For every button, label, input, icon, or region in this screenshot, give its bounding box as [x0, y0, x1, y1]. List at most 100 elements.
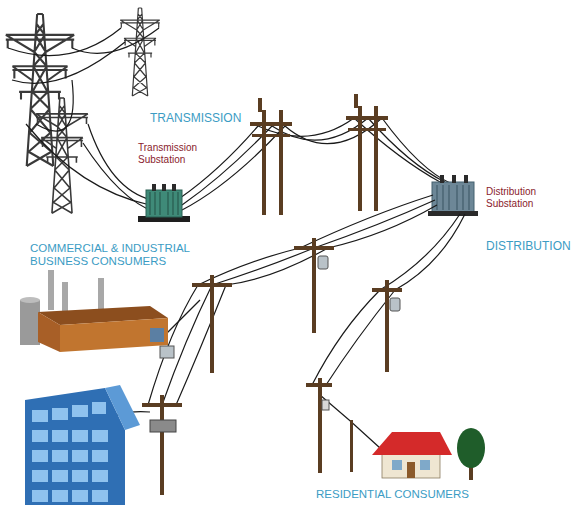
silo-top — [20, 297, 40, 303]
service-wire — [165, 300, 200, 335]
wire — [83, 143, 155, 212]
window — [72, 450, 88, 462]
factory — [20, 270, 168, 352]
chimney — [98, 278, 104, 312]
building-side — [105, 385, 140, 430]
window — [92, 402, 106, 414]
window — [32, 430, 48, 442]
wire — [326, 290, 395, 385]
wire — [36, 80, 73, 131]
wire — [382, 118, 452, 184]
pad-transformer — [160, 346, 174, 358]
pole — [358, 106, 362, 211]
chimney — [62, 282, 68, 312]
pole — [258, 98, 262, 112]
cooling-fins — [437, 185, 469, 210]
crossarm — [142, 403, 182, 407]
wire — [328, 205, 437, 248]
window — [32, 410, 48, 422]
window — [52, 408, 68, 420]
window — [92, 450, 108, 462]
window — [392, 460, 402, 470]
component-label: Distribution Substation — [486, 186, 566, 209]
wire — [395, 214, 465, 290]
consumer-label: RESIDENTIAL CONSUMERS — [316, 488, 536, 501]
wire — [162, 285, 212, 405]
office-building — [25, 385, 140, 505]
pole-transformer — [150, 420, 176, 432]
factory-side — [38, 312, 60, 352]
distribution-substation — [428, 175, 478, 216]
window — [92, 430, 108, 442]
window — [32, 470, 48, 482]
transmission-towers — [6, 8, 160, 213]
consumer-label: COMMERCIAL & INDUSTRIAL BUSINESS CONSUME… — [30, 242, 220, 268]
window — [52, 470, 68, 482]
pole — [385, 280, 389, 372]
base-plate — [428, 211, 478, 216]
crossarm — [348, 128, 386, 131]
tower — [36, 98, 88, 213]
wire — [258, 118, 354, 136]
window — [72, 490, 88, 502]
pole-transformer — [318, 256, 328, 269]
pole-transformers — [150, 256, 400, 432]
section-label: TRANSMISSION — [150, 112, 290, 126]
window — [32, 490, 48, 502]
window — [32, 450, 48, 462]
tree — [457, 428, 485, 480]
bushing — [440, 175, 444, 183]
bushing — [464, 175, 468, 183]
transmission-substation — [138, 184, 190, 222]
tree-crown — [457, 428, 485, 468]
wire — [182, 126, 272, 205]
wire — [12, 42, 125, 83]
wire — [212, 248, 314, 285]
chimney — [48, 270, 54, 310]
silo — [20, 300, 40, 345]
pole — [210, 275, 214, 373]
house-wall — [382, 452, 440, 478]
transmission-wires — [8, 28, 452, 212]
pole-transformer — [390, 298, 400, 311]
wire — [8, 28, 121, 56]
crossarm — [306, 383, 332, 387]
window — [420, 460, 430, 470]
windows — [32, 402, 108, 502]
cooling-fins — [150, 192, 178, 215]
window — [92, 470, 108, 482]
component-label: Transmission Substation — [138, 142, 218, 165]
crossarm — [250, 122, 292, 126]
window — [72, 430, 88, 442]
section-label: DISTRIBUTION — [486, 240, 572, 254]
bushing — [452, 175, 456, 183]
window — [72, 470, 88, 482]
wire — [300, 195, 433, 248]
window — [52, 490, 68, 502]
house-roof — [372, 432, 452, 455]
wire — [354, 118, 440, 182]
pole — [312, 238, 316, 333]
factory-front — [60, 318, 168, 352]
pole — [318, 378, 322, 473]
transformer — [432, 182, 474, 212]
wire — [176, 285, 226, 405]
tower — [120, 8, 160, 96]
crossarm — [252, 134, 290, 137]
pole — [354, 94, 358, 108]
crossarm — [372, 288, 402, 292]
pole — [374, 106, 378, 211]
window — [92, 490, 108, 502]
crossarm — [346, 116, 388, 120]
wire — [26, 124, 150, 205]
wire — [312, 290, 380, 385]
wire — [314, 200, 435, 248]
transmission-poles — [250, 94, 388, 215]
transformer — [146, 190, 182, 217]
window — [52, 450, 68, 462]
meter — [322, 400, 329, 410]
window — [72, 405, 88, 417]
door — [407, 462, 415, 478]
